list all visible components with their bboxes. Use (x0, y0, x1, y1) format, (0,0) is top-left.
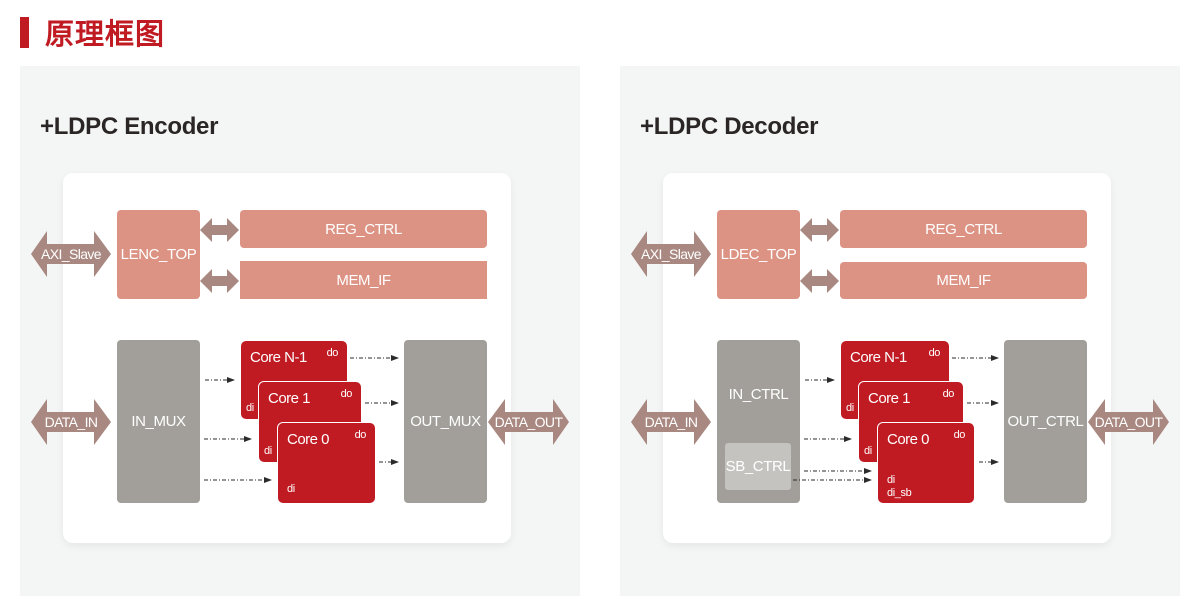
encoder-title: +LDPC Encoder (40, 113, 219, 140)
core-do-port: do (354, 429, 367, 441)
core-0: Core 0 do di (277, 422, 376, 504)
core-di-port: di (887, 474, 895, 486)
page-title: 原理框图 (45, 17, 166, 51)
core-0: Core 0 do di di_sb (877, 422, 975, 504)
ldec-top-block: LDEC_TOP (717, 210, 800, 299)
in-ctrl-label: IN_CTRL (728, 386, 789, 403)
data-in-port: DATA_IN (631, 399, 711, 445)
reg-ctrl-block: REG_CTRL (840, 210, 1087, 248)
page-header: 原理框图 (20, 12, 165, 52)
core-di-port: di (846, 402, 854, 414)
data-out-label: DATA_OUT (494, 414, 563, 430)
out-mux-block: OUT_MUX (404, 340, 487, 503)
decoder-panel: +LDPC Decoder AXI_Slave LDEC_TOP REG_CTR… (620, 66, 1180, 596)
core-di-port: di (246, 402, 254, 414)
core-name: Core 1 (268, 390, 311, 407)
data-out-port: DATA_OUT (488, 399, 569, 445)
mem-if-block: MEM_IF (840, 262, 1087, 299)
out-ctrl-block: OUT_CTRL (1004, 340, 1087, 503)
decoder-title: +LDPC Decoder (640, 113, 819, 140)
encoder-panel: +LDPC Encoder AXI_Slave LENC_TOP REG_CTR… (20, 66, 580, 596)
core-name: Core 0 (887, 431, 930, 448)
mem-if-block: MEM_IF (240, 261, 487, 299)
sb-ctrl-block: SB_CTRL (725, 443, 791, 490)
core-name: Core 1 (868, 390, 911, 407)
core-di-port: di (287, 483, 295, 495)
data-out-label: DATA_OUT (1094, 414, 1163, 430)
core-name: Core N-1 (850, 349, 907, 366)
axi-slave-label: AXI_Slave (641, 246, 702, 262)
data-in-label: DATA_IN (44, 414, 98, 430)
axi-slave-port: AXI_Slave (31, 231, 111, 277)
core-do-port: do (942, 388, 955, 400)
axi-slave-port: AXI_Slave (631, 231, 711, 277)
core-do-port: do (953, 429, 966, 441)
core-do-port: do (928, 347, 941, 359)
data-in-label: DATA_IN (644, 414, 698, 430)
core-di-port: di (264, 445, 272, 457)
core-di-port: di (864, 445, 872, 457)
lenc-top-block: LENC_TOP (117, 210, 200, 299)
in-mux-block: IN_MUX (117, 340, 200, 503)
core-name: Core N-1 (250, 349, 307, 366)
core-di-sb-port: di_sb (887, 487, 912, 499)
core-name: Core 0 (287, 431, 330, 448)
data-out-port: DATA_OUT (1088, 399, 1169, 445)
data-in-port: DATA_IN (31, 399, 111, 445)
core-do-port: do (340, 388, 353, 400)
reg-ctrl-block: REG_CTRL (240, 210, 487, 248)
core-do-port: do (326, 347, 339, 359)
axi-slave-label: AXI_Slave (41, 246, 102, 262)
header-accent-bar (20, 16, 29, 48)
